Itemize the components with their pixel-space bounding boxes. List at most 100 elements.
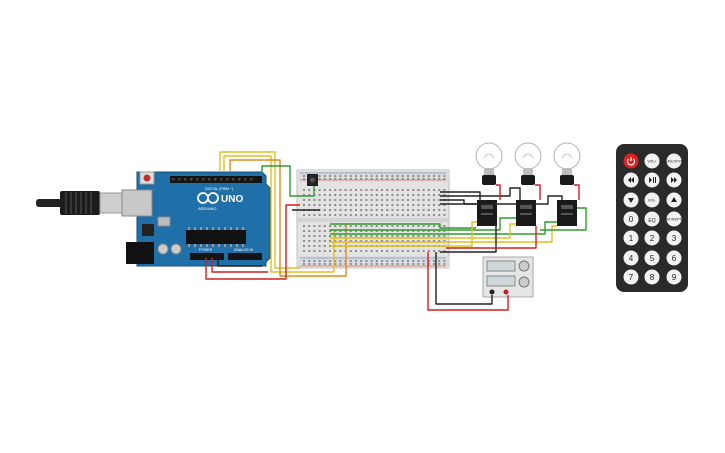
- remote-button-five[interactable]: 5: [644, 250, 660, 266]
- wire-yellow: [330, 221, 477, 247]
- capacitor: [157, 243, 169, 255]
- relay-3[interactable]: [557, 200, 577, 226]
- power-label: POWER: [199, 248, 213, 252]
- analog-header: [228, 253, 262, 260]
- wire-red: [446, 226, 537, 249]
- remote-button-label: 3: [672, 234, 677, 243]
- wire-orange: [229, 159, 347, 277]
- light-bulb-3[interactable]: [553, 142, 581, 185]
- remote-button-rewind[interactable]: [623, 172, 639, 188]
- current-knob[interactable]: [518, 276, 530, 288]
- wire-red: [427, 252, 509, 311]
- power-icon: [626, 157, 636, 166]
- ir-remote[interactable]: VOL+ FUNC/STOP VOL- 0 EQ ST/REPT 1 2 3 4 5 6 7 8 9: [616, 144, 688, 292]
- power-supply[interactable]: [482, 256, 534, 298]
- remote-button-vol-minus[interactable]: VOL-: [644, 192, 660, 208]
- remote-button-up[interactable]: [666, 192, 682, 208]
- regulator: [142, 224, 154, 236]
- remote-button-vol-plus[interactable]: VOL+: [644, 153, 660, 169]
- remote-button-label: 4: [629, 254, 634, 263]
- wire-green: [330, 217, 516, 231]
- negative-terminal: [489, 289, 495, 295]
- arduino-logo-icon: [197, 192, 219, 204]
- wire-yellow: [330, 223, 516, 239]
- capacitor: [170, 243, 182, 255]
- remote-button-nine[interactable]: 9: [666, 269, 682, 285]
- positive-terminal: [503, 289, 509, 295]
- light-bulb-2[interactable]: [514, 142, 542, 185]
- remote-button-play-pause[interactable]: [644, 172, 660, 188]
- remote-button-two[interactable]: 2: [644, 230, 660, 246]
- wire-black: [435, 252, 493, 305]
- remote-button-down[interactable]: [623, 192, 639, 208]
- wire-black: [440, 226, 497, 253]
- remote-button-label: 0: [629, 215, 634, 224]
- breadboard[interactable]: [296, 169, 450, 269]
- wire-black: [440, 187, 521, 200]
- wire-red: [496, 184, 501, 200]
- brand-maker: ARDUINO: [198, 206, 216, 211]
- ir-receiver[interactable]: [307, 174, 318, 186]
- digital-label: DIGITAL (PWM ~): [205, 187, 233, 191]
- rewind-icon: [628, 177, 634, 183]
- remote-button-label: VOL-: [648, 198, 657, 202]
- remote-button-func-stop[interactable]: FUNC/STOP: [664, 153, 685, 169]
- wire-yellow: [330, 225, 557, 243]
- relay-1[interactable]: [477, 200, 497, 226]
- wire-black: [217, 258, 262, 267]
- wire-black: [440, 191, 481, 200]
- remote-button-label: ST/REPT: [666, 217, 682, 221]
- arduino-uno-board[interactable]: DIGITAL (PWM ~) UNO ARDUINO POWER ANALO: [121, 171, 271, 267]
- wire-green: [330, 221, 557, 235]
- wire-green: [540, 207, 587, 231]
- remote-button-label: 6: [672, 254, 677, 263]
- remote-button-label: 7: [629, 273, 634, 282]
- remote-button-label: 9: [672, 273, 677, 282]
- remote-button-three[interactable]: 3: [666, 230, 682, 246]
- remote-button-fast-forward[interactable]: [666, 172, 682, 188]
- relay-2[interactable]: [516, 200, 536, 226]
- current-display: [486, 275, 516, 287]
- remote-button-eq[interactable]: EQ: [644, 211, 660, 227]
- light-bulb-1[interactable]: [475, 142, 503, 185]
- power-header: [190, 253, 224, 260]
- remote-button-power[interactable]: [623, 153, 639, 169]
- wire-green: [261, 165, 315, 197]
- remote-buttons: VOL+ FUNC/STOP VOL- 0 EQ ST/REPT 1 2 3 4 5 6 7 8 9: [623, 153, 685, 285]
- remote-button-label: 5: [650, 254, 655, 263]
- analog-label: ANALOG IN: [234, 248, 254, 252]
- wire-green: [330, 223, 476, 229]
- crystal: [157, 216, 171, 227]
- remote-button-label: VOL+: [647, 159, 656, 163]
- up-arrow-icon: [671, 197, 677, 202]
- wire-black: [440, 195, 563, 205]
- fast-forward-icon: [671, 177, 677, 183]
- power-jack: [126, 242, 154, 264]
- down-arrow-icon: [628, 198, 634, 203]
- remote-button-label: EQ: [648, 218, 655, 224]
- wire-red: [205, 204, 300, 280]
- remote-button-four[interactable]: 4: [623, 250, 639, 266]
- wire-red: [211, 258, 268, 273]
- remote-button-six[interactable]: 6: [666, 250, 682, 266]
- wire-yellow: [219, 151, 300, 269]
- remote-button-label: 2: [650, 234, 655, 243]
- wire-yellow: [223, 155, 335, 273]
- remote-button-seven[interactable]: 7: [623, 269, 639, 285]
- wires: [205, 151, 587, 311]
- voltage-display: [486, 260, 516, 272]
- play-pause-icon: [649, 177, 656, 183]
- remote-button-label: 1: [629, 234, 634, 243]
- remote-button-eight[interactable]: 8: [644, 269, 660, 285]
- brand-uno: UNO: [221, 194, 243, 205]
- remote-button-st-rept[interactable]: ST/REPT: [666, 211, 682, 227]
- atmega-chip: [186, 230, 246, 244]
- remote-button-one[interactable]: 1: [623, 230, 639, 246]
- remote-button-zero[interactable]: 0: [623, 211, 639, 227]
- voltage-knob[interactable]: [518, 260, 530, 272]
- usb-port: [121, 189, 153, 217]
- remote-button-label: FUNC/STOP: [664, 159, 685, 163]
- center-channel: [297, 218, 449, 222]
- remote-button-label: 8: [650, 273, 655, 282]
